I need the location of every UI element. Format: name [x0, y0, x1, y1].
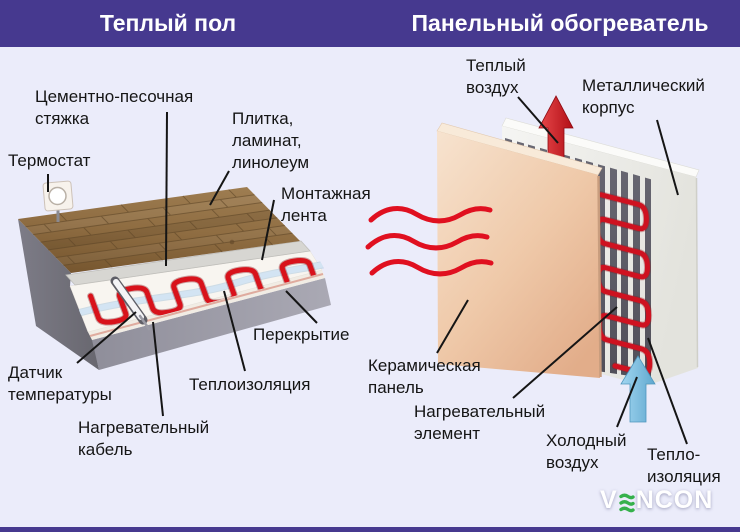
- label-metal-casing: Металлический корпус: [582, 75, 705, 119]
- label-line: воздух: [466, 78, 519, 97]
- leader-element: [512, 306, 618, 399]
- label-heating-element: Нагревательный элемент: [414, 401, 545, 445]
- label-line: Нагревательный: [78, 418, 210, 437]
- leader-covering: [209, 170, 230, 206]
- label-line: стяжка: [35, 109, 90, 128]
- label-line: Перекрытие: [253, 325, 350, 344]
- panel-heater-diagram: [365, 96, 699, 423]
- label-ceramic-panel: Керамическая панель: [368, 355, 481, 399]
- wood-knot: [229, 239, 235, 245]
- label-line: температуры: [8, 385, 112, 404]
- leader-lines: [47, 96, 688, 445]
- slab-front-face: [92, 278, 331, 370]
- label-floor-insulation: Теплоизоляция: [189, 374, 310, 396]
- header-bar: Теплый пол Панельный обогреватель: [0, 0, 740, 47]
- label-slab: Перекрытие: [253, 324, 349, 346]
- leader-slab: [285, 290, 318, 324]
- leader-ceramic: [436, 299, 469, 354]
- leader-cold-air: [616, 376, 638, 428]
- slab-end-face: [18, 219, 99, 370]
- label-line: Керамическая: [368, 356, 481, 375]
- label-line: Термостат: [8, 151, 91, 170]
- logo-text-ncon: NCON: [635, 486, 714, 514]
- leader-casing: [656, 119, 679, 196]
- casing-right-edge: [695, 177, 699, 368]
- label-line: Монтажная: [281, 184, 371, 203]
- screed-strip: [65, 240, 311, 286]
- label-line: Тепло-: [647, 445, 701, 464]
- label-mounting-tape: Монтажная лента: [281, 183, 371, 227]
- insulation-edge-line: [89, 273, 324, 337]
- heat-wave-lines: [365, 206, 494, 277]
- temperature-sensor: [110, 276, 151, 331]
- label-cable: Нагревательный кабель: [78, 417, 209, 461]
- label-line: элемент: [414, 424, 480, 443]
- label-line: корпус: [582, 98, 635, 117]
- label-line: Холодный: [546, 431, 627, 450]
- leader-tape: [261, 199, 275, 261]
- leader-panel-insulation: [647, 337, 688, 445]
- label-line: Нагревательный: [414, 402, 546, 421]
- label-line: лента: [281, 206, 327, 225]
- label-line: Плитка,: [232, 109, 294, 128]
- label-line: Металлический: [582, 76, 705, 95]
- label-line: линолеум: [232, 153, 310, 172]
- floor-diagram: [18, 181, 334, 370]
- label-line: изоляция: [647, 467, 721, 486]
- footer-strip: [0, 527, 740, 532]
- leader-warm-air: [517, 96, 559, 144]
- label-screed: Цементно-песочная стяжка: [35, 86, 193, 130]
- label-thermostat: Термостат: [8, 150, 90, 172]
- label-line: Датчик: [8, 363, 63, 382]
- label-warm-air: Теплый воздух: [466, 55, 526, 99]
- title-warm-floor: Теплый пол: [99, 10, 237, 36]
- leader-screed: [165, 111, 168, 267]
- title-panel-heater: Панельный обогреватель: [411, 10, 709, 36]
- label-covering: Плитка, ламинат, линолеум: [232, 108, 309, 174]
- logo-green-e-icon: [618, 491, 635, 512]
- label-line: воздух: [546, 453, 599, 472]
- label-line: ламинат,: [232, 131, 302, 150]
- ceramic-panel: [437, 131, 600, 378]
- label-line: Цементно-песочная: [35, 87, 194, 106]
- label-line: кабель: [78, 440, 133, 459]
- logo-text-v: V: [600, 486, 618, 514]
- leader-floor-insulation: [223, 290, 246, 372]
- leader-sensor: [76, 311, 137, 364]
- panel-right-edge: [597, 175, 602, 378]
- label-cold-air: Холодный воздух: [546, 430, 626, 474]
- leader-cable: [152, 321, 164, 417]
- vencon-logo: V NCON: [600, 486, 713, 515]
- label-panel-insulation: Тепло- изоляция: [647, 444, 721, 488]
- label-line: Теплоизоляция: [189, 375, 311, 394]
- label-line: панель: [368, 378, 424, 397]
- wood-surface: [18, 187, 300, 273]
- label-sensor: Датчик температуры: [8, 362, 112, 406]
- cold-air-arrow: [620, 355, 656, 423]
- label-line: Теплый: [466, 56, 526, 75]
- thermostat: [42, 180, 74, 222]
